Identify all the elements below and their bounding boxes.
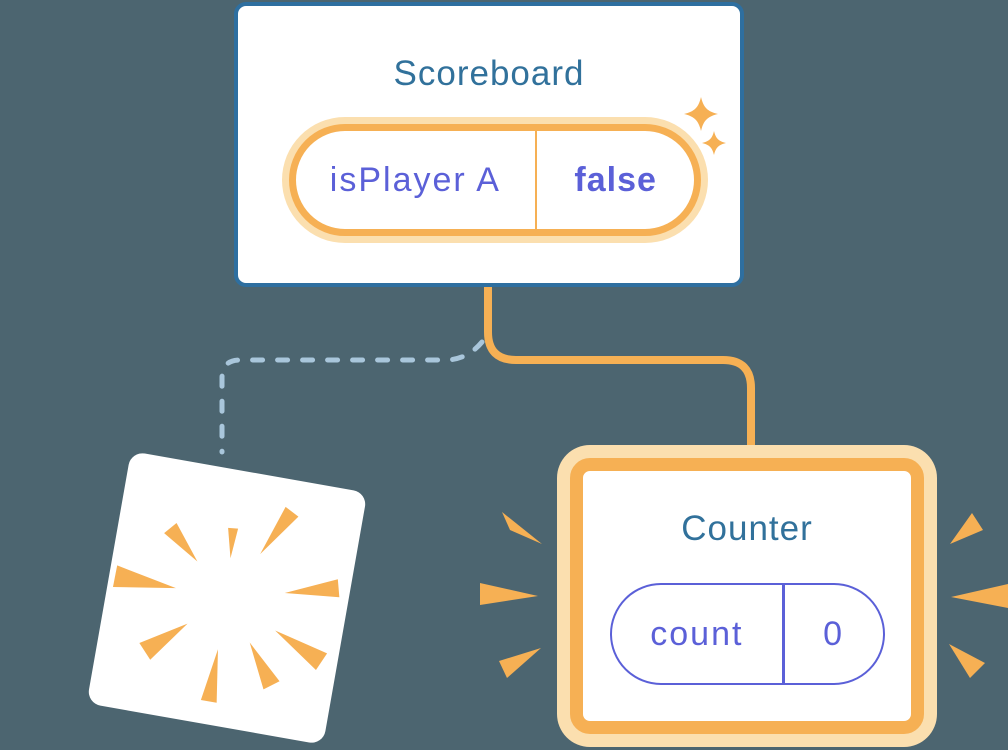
burst-wedge-icon — [139, 623, 188, 660]
counter-title: Counter — [681, 509, 813, 548]
state-pill-divider — [782, 585, 785, 683]
state-value: false — [574, 160, 657, 199]
burst-icon — [112, 506, 340, 703]
sparkle-icon — [684, 97, 718, 131]
burst-wedge-icon — [228, 527, 239, 559]
state-value: 0 — [823, 614, 845, 653]
burst-wedge-icon — [249, 642, 280, 690]
solid-link-to-counter-component — [484, 286, 755, 465]
burst-wedge-icon — [275, 630, 328, 671]
burst-wedge-icon — [260, 506, 299, 555]
emphasis-wedge-icon — [949, 644, 985, 678]
scoreboard-state-pill: isPlayer A false — [289, 124, 701, 236]
emphasis-wedge-icon — [950, 513, 983, 544]
state-pill-divider — [534, 131, 538, 229]
emphasis-wedge-icon — [499, 648, 541, 678]
counter-state-pill: count 0 — [609, 583, 885, 685]
destroyed-component-card — [86, 451, 368, 745]
emphasis-wedge-icon — [951, 584, 1008, 608]
sparkle-icon — [702, 131, 726, 155]
counter-component-card: Counter count 0 — [570, 458, 924, 734]
burst-wedge-icon — [200, 649, 218, 703]
burst-wedge-icon — [284, 579, 340, 598]
emphasis-wedge-icon — [480, 583, 538, 605]
state-label: count — [650, 614, 744, 653]
burst-wedge-icon — [112, 565, 176, 589]
burst-wedge-icon — [164, 523, 198, 562]
scoreboard-component-card: Scoreboard isPlayer A false — [234, 2, 744, 287]
state-label: isPlayer A — [329, 160, 501, 199]
scoreboard-title: Scoreboard — [393, 54, 585, 93]
emphasis-wedge-icon — [502, 512, 542, 544]
